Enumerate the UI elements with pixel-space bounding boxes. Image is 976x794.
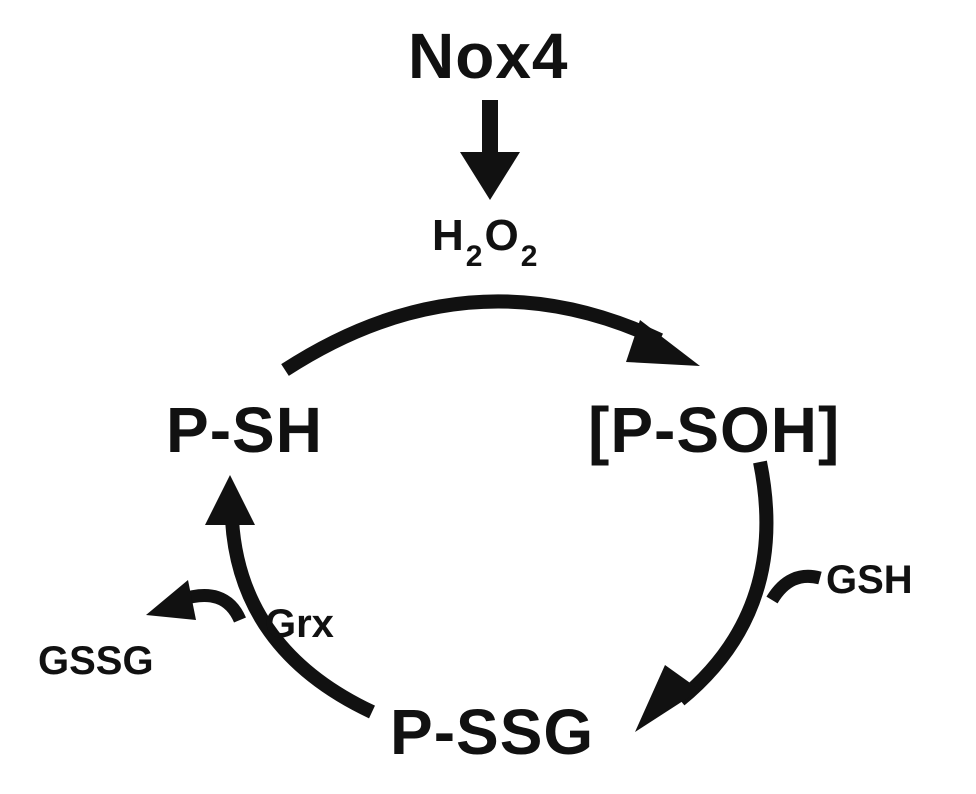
glutathionylated-protein-label: P-SSG [390, 696, 595, 768]
h2o2-sub2: 2 [520, 240, 538, 273]
h2o2-label: H2O2 [432, 211, 539, 272]
reduced-protein-label: P-SH [166, 394, 323, 466]
deglutathionylation-arc-arrow [205, 475, 375, 719]
h2o2-h: H [432, 211, 464, 260]
gsh-entry-branch [766, 569, 822, 604]
gssg-label: GSSG [38, 639, 154, 683]
gsh-label: GSH [826, 558, 913, 602]
h2o2-o: O [484, 211, 519, 260]
gssg-exit-branch [146, 580, 246, 623]
h2o2-sub1: 2 [465, 240, 483, 273]
oxidation-arc-arrow [281, 294, 700, 376]
grx-label: Grx [265, 602, 334, 646]
glutathionylation-arc-arrow [635, 460, 774, 732]
sulfenic-acid-label: [P-SOH] [588, 394, 841, 466]
nox4-label: Nox4 [408, 20, 569, 92]
nox4-to-h2o2-arrow [460, 100, 520, 200]
